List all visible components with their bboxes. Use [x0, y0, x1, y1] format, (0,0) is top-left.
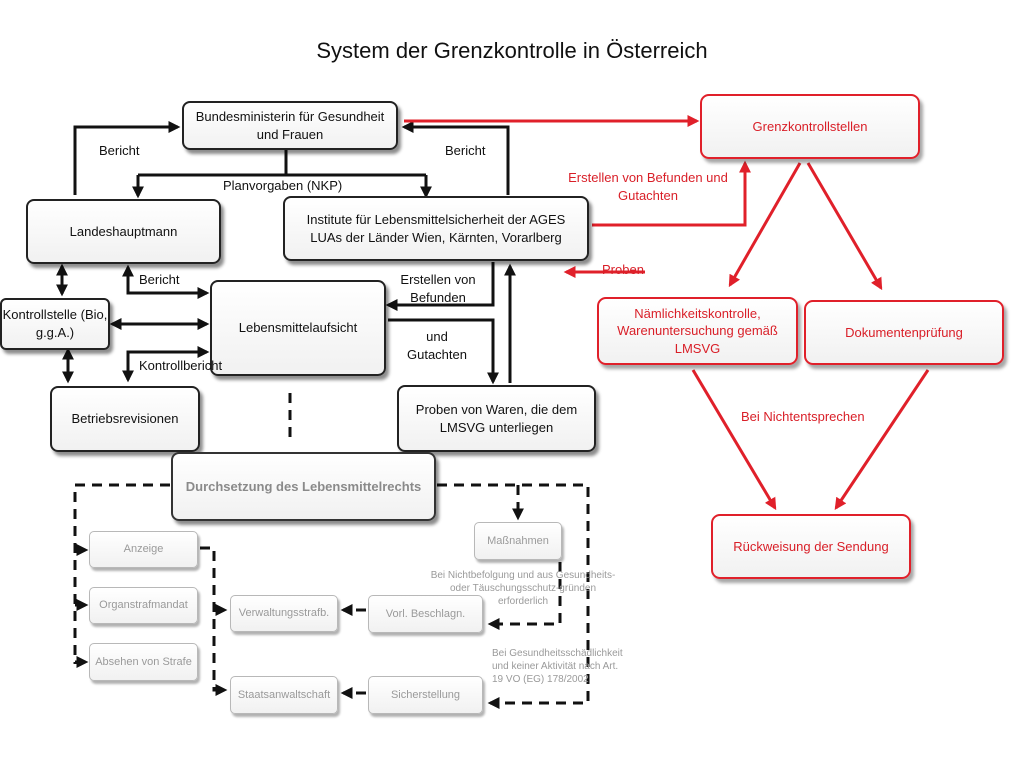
- arrow-naemlichkeit-to-rueckweisung: [691, 369, 777, 511]
- arrow-ages-to-ministry: [401, 121, 510, 195]
- node-grenzkontrollstellen[interactable]: Grenzkontrollstellen: [700, 94, 920, 159]
- label-red-befunden-gutachten: Erstellen von Befunden und Gutachten: [568, 170, 728, 203]
- label-nichtentsprechen: Bei Nichtentsprechen: [741, 409, 865, 424]
- node-vorl-beschlagn[interactable]: Vorl. Beschlagn.: [368, 595, 483, 633]
- label-und-gutachten: und Gutachten: [407, 329, 467, 362]
- node-staatsanwaltschaft[interactable]: Staatsanwaltschaft: [230, 676, 338, 714]
- arrow-landeshauptmann-to-ministry: [73, 121, 181, 195]
- label-planvorgaben: Planvorgaben (NKP): [223, 178, 343, 193]
- label-kontrollbericht: Kontrollbericht: [139, 358, 223, 373]
- node-durchsetzung[interactable]: Durchsetzung des Lebensmittelrechts: [171, 452, 436, 521]
- label-nichtbefolgung: Bei Nichtbefolgung und aus Gesundheits- …: [430, 570, 616, 607]
- node-landeshauptmann[interactable]: Landeshauptmann: [26, 199, 221, 264]
- arrow-aufsicht-to-proben: [388, 318, 499, 385]
- arrow-aufsicht-bericht: [122, 264, 210, 299]
- label-bericht-mid: Bericht: [139, 272, 180, 287]
- node-verwaltungsstrafb[interactable]: Verwaltungsstrafb.: [230, 595, 338, 632]
- label-bericht-right: Bericht: [445, 143, 486, 158]
- arrow-dokumente-to-rueckweisung: [834, 369, 930, 510]
- dashed-durchsetzung-left: [73, 483, 170, 664]
- dashed-durchsetzung-right: [437, 483, 590, 709]
- page-title: System der Grenzkontrolle in Österreich: [316, 38, 708, 63]
- dashed-massnahmen-to-beschlagn: [487, 562, 562, 630]
- arrow-ages-to-grenzkontrollstellen: [592, 160, 751, 227]
- node-ages[interactable]: Institute für Lebensmittelsicherheit der…: [283, 196, 589, 261]
- node-sicherstellung[interactable]: Sicherstellung: [368, 676, 483, 714]
- label-gesundheitsschaedlichkeit: Bei Gesundheitsschädlichkeit und keiner …: [492, 648, 623, 685]
- arrow-grenz-to-naemlichkeit: [728, 162, 802, 288]
- planvorgaben-split: [138, 150, 426, 177]
- arrow-grenz-to-dokumente: [806, 162, 883, 291]
- node-proben-waren[interactable]: Proben von Waren, die dem LMSVG unterlie…: [397, 385, 596, 452]
- node-anzeige[interactable]: Anzeige: [89, 531, 198, 568]
- label-red-proben: Proben: [602, 262, 644, 277]
- arrow-ages-to-aufsicht: [385, 262, 495, 311]
- node-absehen-von-strafe[interactable]: Absehen von Strafe: [89, 643, 198, 681]
- node-betriebsrevisionen[interactable]: Betriebsrevisionen: [50, 386, 200, 452]
- node-rueckweisung[interactable]: Rückweisung der Sendung: [711, 514, 911, 579]
- label-bericht-left: Bericht: [99, 143, 140, 158]
- node-kontrollstelle[interactable]: Kontrollstelle (Bio, g.g.A.): [0, 298, 110, 350]
- dashed-anzeige-split: [200, 546, 228, 696]
- node-organstrafmandat[interactable]: Organstrafmandat: [89, 587, 198, 624]
- label-erstellen-befunden: Erstellen von Befunden: [400, 272, 476, 305]
- node-dokumentenpruefung[interactable]: Dokumentenprüfung: [804, 300, 1004, 365]
- node-ministry[interactable]: Bundesministerin für Gesundheit und Frau…: [182, 101, 398, 150]
- arrow-aufsicht-betriebsrevisionen: [122, 346, 210, 383]
- node-naemlichkeitskontrolle[interactable]: Nämlichkeitskontrolle, Warenuntersuchung…: [597, 297, 798, 365]
- node-lebensmittelaufsicht[interactable]: Lebensmittelaufsicht: [210, 280, 386, 376]
- node-massnahmen[interactable]: Maßnahmen: [474, 522, 562, 560]
